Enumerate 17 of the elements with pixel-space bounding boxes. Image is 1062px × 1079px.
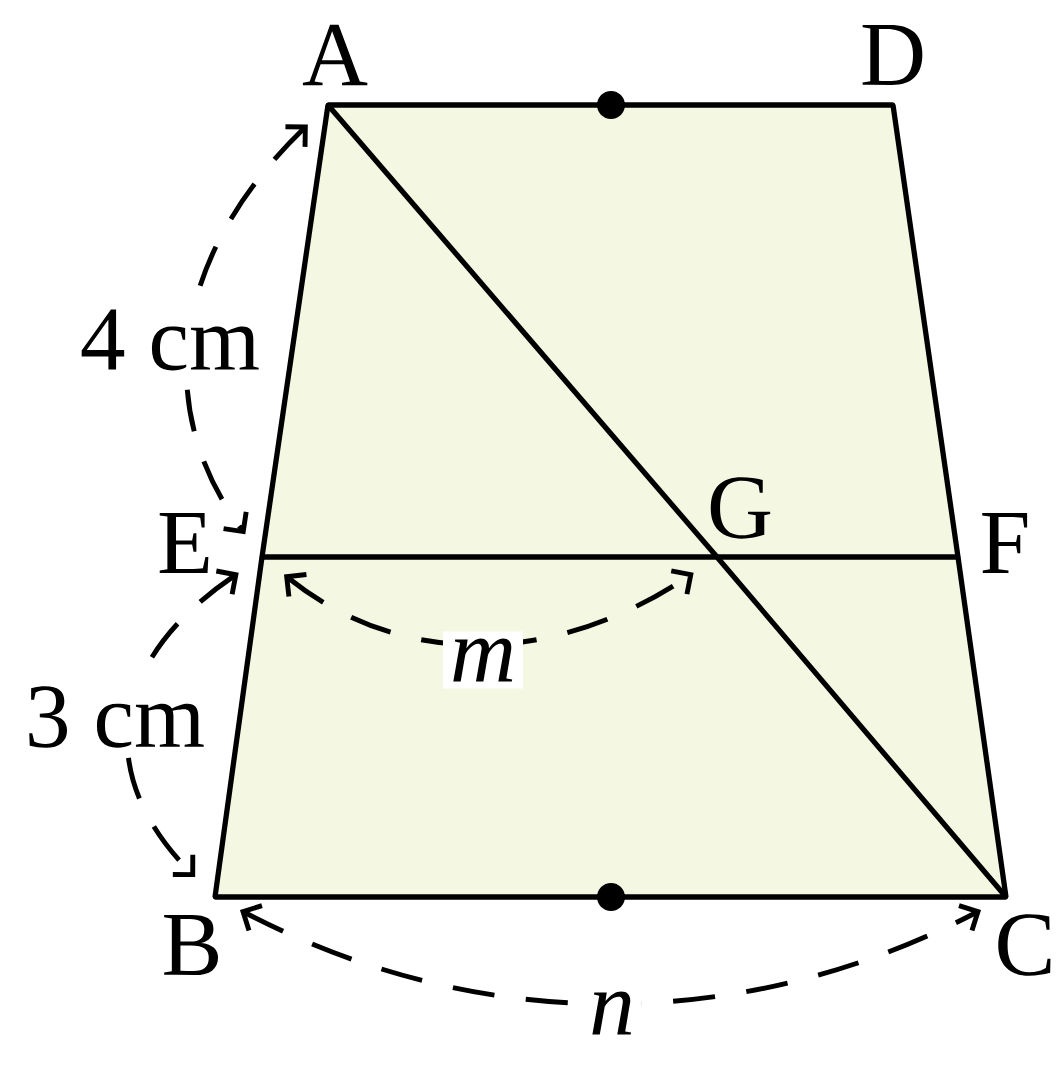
segment	[890, 103, 961, 559]
point-label: E	[159, 513, 209, 573]
point-label: B	[164, 914, 218, 976]
point-label: A	[302, 24, 368, 86]
segment	[259, 103, 331, 559]
segment	[326, 102, 895, 108]
dimension-label: 3 cm	[17, 679, 213, 755]
point-label: G	[710, 477, 771, 539]
segment	[213, 894, 1008, 900]
point-label: D	[862, 24, 923, 85]
point-label: F	[982, 513, 1028, 573]
segment	[212, 555, 265, 899]
point-label: C	[998, 914, 1051, 976]
dimension-label: n	[582, 984, 642, 1042]
segment	[955, 555, 1009, 899]
dimension-label: m	[443, 631, 524, 689]
dimension-label: 4 cm	[72, 302, 268, 378]
